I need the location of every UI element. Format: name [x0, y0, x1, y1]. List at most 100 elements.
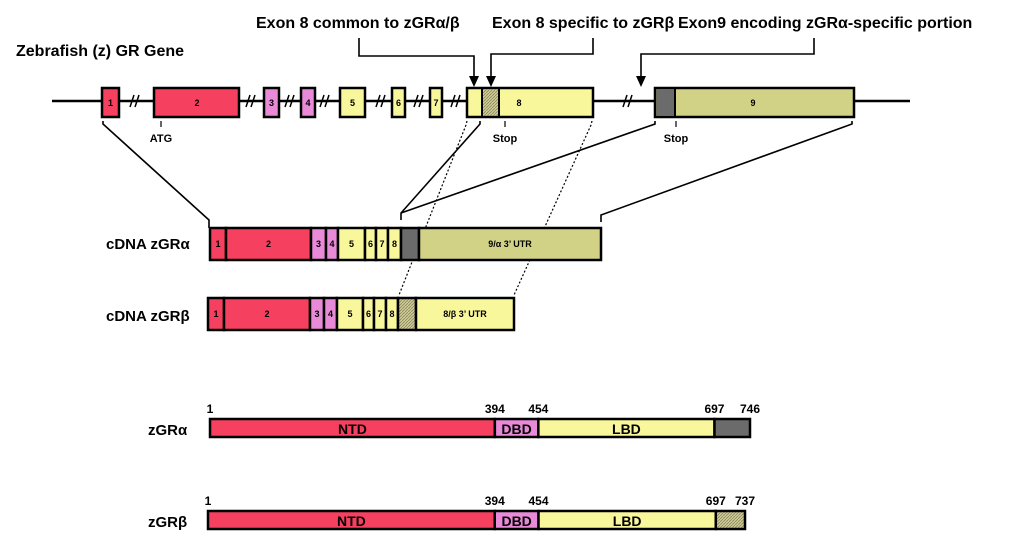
cdna-beta-utr-label: 8/β 3’ UTR	[443, 309, 487, 319]
gene-exon-1: 1	[100, 86, 121, 119]
gene-exon-3: 3	[262, 86, 281, 119]
cdna-alpha-exon-7: 7	[374, 226, 390, 262]
cdna-beta-exon-4: 4	[322, 296, 339, 332]
cdna-alpha-exon-3-label: 3	[316, 239, 321, 249]
protein-alpha-position-1: 1	[207, 402, 214, 416]
cdna-alpha-exon-1-label: 1	[215, 239, 220, 249]
cdna-beta-exon-7: 7	[372, 296, 388, 332]
cdna-beta-exon-3: 3	[308, 296, 326, 332]
exon9-alpha-coding-region	[656, 89, 675, 116]
cdna-alpha-utr-label: 9/α 3’ UTR	[488, 239, 532, 249]
callout-exon8-common: Exon 8 common to zGRα/β	[256, 15, 460, 32]
protein-alpha-label: zGRα	[148, 422, 188, 439]
callout-arrow-exon8-beta	[486, 38, 594, 87]
cdna-alpha-exon-4: 4	[324, 226, 340, 262]
protein-beta-dbd: DBD	[493, 509, 540, 531]
protein-beta-position-737: 737	[735, 494, 755, 508]
cdna-alpha-exon-6: 6	[363, 226, 378, 262]
protein-beta-dbd-label: DBD	[501, 513, 531, 529]
cdna-alpha-exon-1: 1	[208, 226, 228, 262]
protein-beta-c-term	[714, 509, 747, 531]
gene-exon-6: 6	[390, 86, 407, 119]
svg-text:7: 7	[433, 98, 438, 108]
callout-arrow-exon8-common	[358, 38, 479, 87]
svg-text:ATG: ATG	[150, 133, 172, 145]
callout-exon9-alpha: Exon9 encoding zGRα-specific portion	[678, 15, 972, 32]
protein-alpha-ntd-label: NTD	[338, 421, 367, 437]
svg-text:4: 4	[305, 98, 310, 108]
cdna-beta-exon-8: 8	[384, 296, 400, 332]
cdna-alpha-exon-8-label: 8	[392, 239, 397, 249]
protein-alpha-ntd: NTD	[208, 417, 497, 439]
cdna-beta-label: cDNA zGRβ	[106, 308, 190, 325]
cdna-alpha-exon-7-label: 7	[379, 239, 384, 249]
protein-alpha-lbd-label: LBD	[612, 421, 641, 437]
cdna-beta-specific-region	[396, 296, 418, 332]
svg-text:5: 5	[350, 98, 355, 108]
cdna-beta-exon-1-label: 1	[213, 309, 218, 319]
callout-arrow-exon9	[636, 38, 815, 87]
gene-to-cdna-connectors	[102, 120, 853, 296]
protein-alpha-position-697: 697	[704, 402, 724, 416]
svg-text:1: 1	[108, 98, 113, 108]
stop-marker-exon8: Stop	[493, 121, 518, 145]
protein-beta-position-697: 697	[706, 494, 726, 508]
svg-text:Stop: Stop	[664, 133, 689, 145]
svg-text:6: 6	[396, 98, 401, 108]
protein-alpha-position-746: 746	[740, 402, 760, 416]
protein-alpha-dbd: DBD	[493, 417, 540, 439]
protein-beta-lbd-label: LBD	[613, 513, 642, 529]
cdna-beta-exon-6-label: 6	[366, 309, 371, 319]
protein-alpha-c-term	[713, 417, 752, 439]
gene-exon-8: 8	[465, 86, 595, 119]
protein-beta-ntd: NTD	[206, 509, 496, 531]
cdna-beta-exon-6: 6	[361, 296, 376, 332]
cdna-alpha-exon-3: 3	[309, 226, 328, 262]
cdna-alpha-exon-2: 2	[224, 226, 313, 262]
gene-exon-2: 2	[152, 86, 241, 119]
cdna-beta-exon-4-label: 4	[328, 309, 333, 319]
cdna-beta-exon-5-label: 5	[347, 309, 352, 319]
protein-beta-label: zGRβ	[148, 514, 187, 531]
gene-exon-7: 7	[428, 86, 444, 119]
cdna-alpha-exon-8: 8	[386, 226, 403, 262]
cdna-alpha-exon-2-label: 2	[266, 239, 271, 249]
callout-exon8-beta: Exon 8 specific to zGRβ	[492, 15, 674, 32]
cdna-alpha-exon-4-label: 4	[329, 239, 334, 249]
svg-text:9: 9	[750, 98, 755, 108]
protein-beta-lbd: LBD	[537, 509, 718, 531]
cdna-alpha-exon-6-label: 6	[368, 239, 373, 249]
cdna-beta-exon-3-label: 3	[314, 309, 319, 319]
svg-text:2: 2	[194, 98, 199, 108]
cdna-beta-utr: 8/β 3’ UTR	[414, 296, 516, 332]
gene-exon-9: 9	[653, 86, 856, 119]
protein-beta-ntd-label: NTD	[337, 513, 366, 529]
protein-alpha-position-454: 454	[528, 402, 548, 416]
cdna-alpha-specific-region	[399, 226, 421, 262]
exon8-beta-specific-region	[482, 89, 499, 116]
protein-beta-position-1: 1	[205, 494, 212, 508]
svg-text:3: 3	[269, 98, 274, 108]
atg-marker: ATG	[150, 121, 172, 145]
svg-text:Stop: Stop	[493, 133, 518, 145]
cdna-alpha-utr: 9/α 3’ UTR	[417, 226, 603, 262]
cdna-beta-exon-5: 5	[335, 296, 365, 332]
protein-alpha-bar: NTD DBD LBD 1 394 454 697 746	[207, 402, 760, 439]
gene-title: Zebrafish (z) GR Gene	[16, 43, 184, 60]
protein-alpha-dbd-label: DBD	[501, 421, 531, 437]
cdna-alpha-exon-5: 5	[336, 226, 367, 262]
protein-alpha-lbd: LBD	[537, 417, 716, 439]
cdna-beta-exon-8-label: 8	[389, 309, 394, 319]
protein-beta-position-454: 454	[529, 494, 549, 508]
gene-exon-4: 4	[299, 86, 317, 119]
protein-alpha-position-394: 394	[485, 402, 505, 416]
intron-break-marks	[129, 94, 633, 108]
cdna-beta-exon-1: 1	[206, 296, 226, 332]
gene-exon-5: 5	[338, 86, 367, 119]
cdna-beta-exon-2-label: 2	[264, 309, 269, 319]
svg-text:8: 8	[516, 98, 521, 108]
